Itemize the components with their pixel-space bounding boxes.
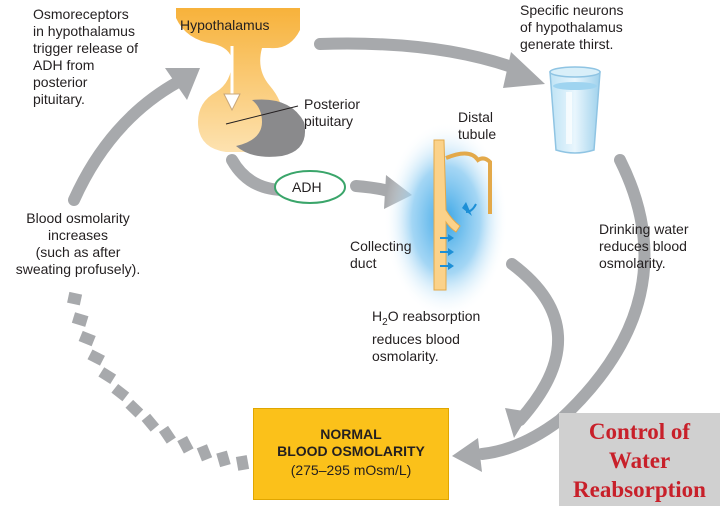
arrow-to-osmoreceptors	[68, 68, 200, 206]
collecting-duct-illustration	[384, 122, 508, 318]
adh-label: ADH	[292, 179, 322, 195]
normal-box-line2: BLOOD OSMOLARITY	[277, 443, 425, 459]
water-glass-icon	[549, 66, 601, 154]
posterior-pituitary-label: Posterior pituitary	[304, 96, 361, 129]
osmoreceptors-label: Osmoreceptors in hypothalamus trigger re…	[33, 6, 139, 107]
hypothalamus-label: Hypothalamus	[180, 17, 270, 33]
arrow-duct-to-normal	[505, 258, 565, 438]
blood-osmolarity-increases-label: Blood osmolarity increases (such as afte…	[15, 210, 141, 277]
caption-box: Control of Water Reabsorption	[559, 413, 720, 506]
arrow-right-to-normal	[452, 154, 651, 472]
drinking-water-label: Drinking water reduces blood osmolarity.	[599, 221, 689, 271]
normal-box-line1: NORMAL	[320, 426, 382, 442]
hypothalamus-pituitary-illustration	[176, 8, 306, 157]
arrow-to-thirst	[314, 37, 545, 88]
specific-neurons-label: Specific neurons of hypothalamus generat…	[520, 2, 624, 52]
h2o-reabsorption-label: H2O reabsorption reduces blood osmolarit…	[372, 308, 481, 364]
caption-line2: Water	[608, 448, 671, 473]
caption-line1: Control of	[588, 419, 691, 444]
distal-tubule-label: Distal tubule	[458, 109, 497, 142]
normal-box-range: (275–295 mOsm/L)	[290, 462, 412, 478]
collecting-duct-label: Collecting duct	[350, 238, 412, 271]
normal-blood-osmolarity-box: NORMAL BLOOD OSMOLARITY (275–295 mOsm/L)	[253, 408, 449, 500]
adh-oval	[274, 170, 346, 204]
dashed-return-arrow	[67, 291, 250, 471]
caption-line3: Reabsorption	[573, 477, 706, 502]
